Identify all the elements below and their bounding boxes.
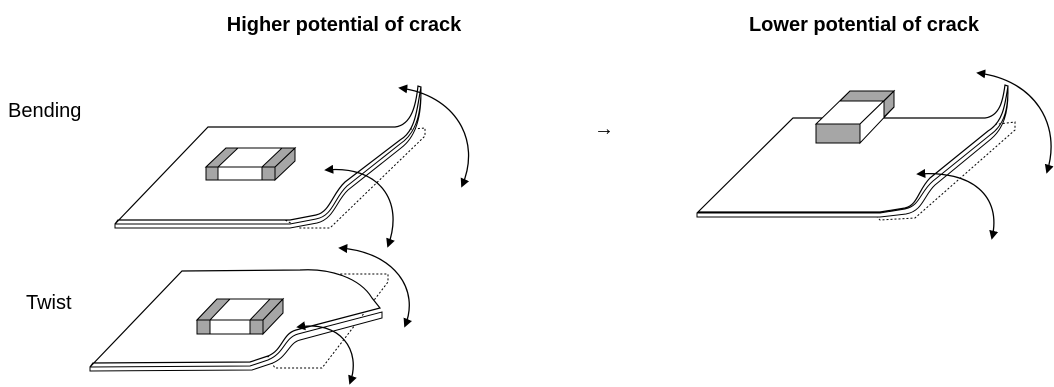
bend-arrow-bottom bbox=[324, 164, 395, 248]
chip-terminal-right bbox=[249, 319, 264, 335]
heading-higher-potential: Higher potential of crack bbox=[226, 14, 462, 36]
chip-terminal-left bbox=[205, 166, 219, 181]
twist-arrow-bottom bbox=[296, 321, 357, 385]
twist-arrow-top bbox=[338, 243, 412, 328]
bend-arrow-top bbox=[398, 84, 470, 188]
chip-front-face bbox=[815, 123, 861, 144]
chip-terminal-left bbox=[196, 319, 211, 335]
chip-bending-left bbox=[204, 146, 297, 182]
chip-twist bbox=[195, 297, 285, 336]
bend-arrow-bottom-right bbox=[916, 168, 999, 240]
comparison-arrow: → bbox=[594, 118, 614, 140]
heading-lower-potential: Lower potential of crack bbox=[748, 14, 980, 36]
bend-arrow-top-right bbox=[976, 69, 1054, 174]
chip-bending-right bbox=[814, 89, 896, 145]
label-twist: Twist bbox=[26, 292, 72, 314]
chip-terminal-right bbox=[261, 166, 276, 181]
label-bending: Bending bbox=[8, 100, 82, 122]
board-original-outline bbox=[284, 127, 426, 229]
